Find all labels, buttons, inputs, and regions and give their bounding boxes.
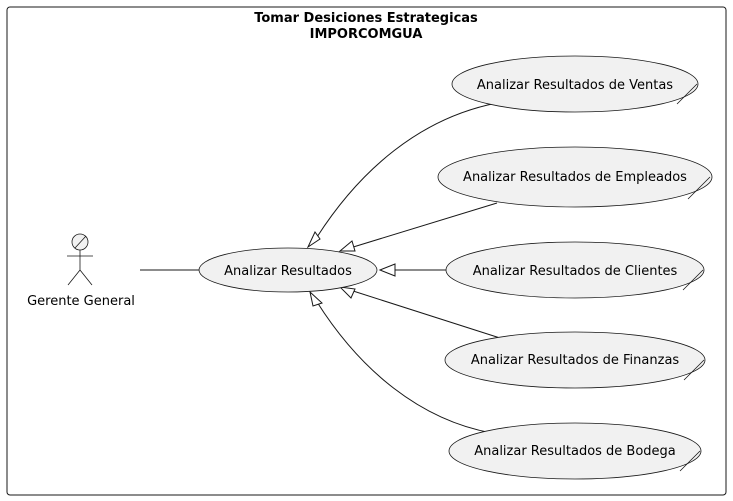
generalization-arrowhead [378,263,396,277]
boundary-title-line2: IMPORCOMGUA [310,27,423,42]
usecase-label: Analizar Resultados de Empleados [463,170,687,185]
generalization-arrowhead [306,231,321,249]
generalization-arrowhead [309,290,323,307]
generalization-line [316,102,498,238]
business-actor-icon[interactable] [67,233,93,286]
generalization-line [349,289,501,339]
usecase-label: Analizar Resultados de Ventas [477,78,673,93]
generalization-arrowhead [338,286,356,299]
usecase-analizar-resultados[interactable]: Analizar Resultados [198,247,378,293]
actor-label: Gerente General [27,294,135,309]
generalization-arrowhead [338,240,356,252]
usecase-bodega[interactable]: Analizar Resultados de Bodega [448,422,702,480]
usecase-ventas[interactable]: Analizar Resultados de Ventas [451,55,699,113]
usecase-finanzas[interactable]: Analizar Resultados de Finanzas [444,331,706,389]
usecase-label: Analizar Resultados de Finanzas [471,353,680,368]
system-boundary [6,6,727,496]
usecase-label: Analizar Resultados [224,264,352,279]
usecase-empleados[interactable]: Analizar Resultados de Empleados [437,146,713,208]
usecase-label: Analizar Resultados de Clientes [473,264,678,279]
boundary-title-line1: Tomar Desiciones Estrategicas [254,11,478,26]
usecase-clientes[interactable]: Analizar Resultados de Clientes [445,241,705,299]
usecase-label: Analizar Resultados de Bodega [474,444,676,459]
generalization-line [349,202,498,249]
generalization-line [316,301,493,434]
